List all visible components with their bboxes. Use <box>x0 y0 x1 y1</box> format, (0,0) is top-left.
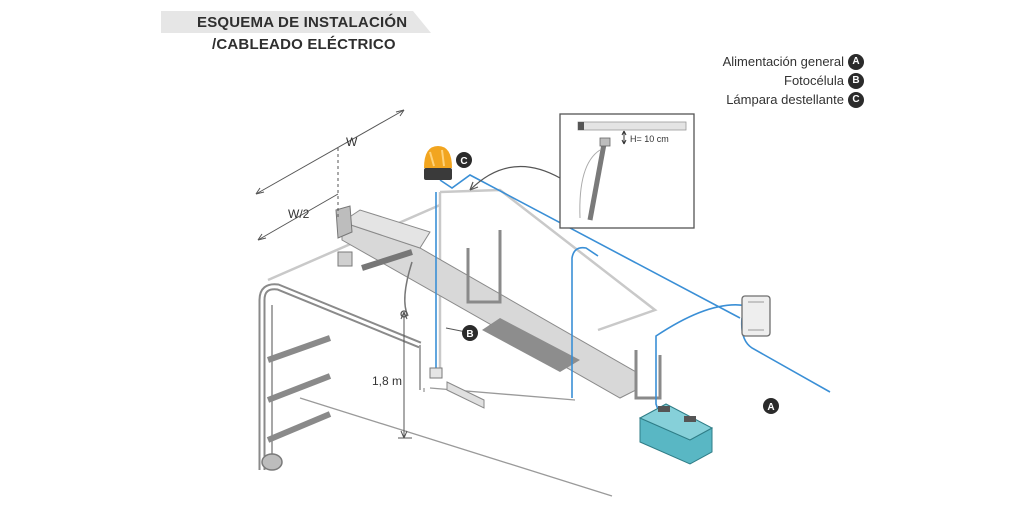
inset-pointer <box>469 165 561 191</box>
motor-battery <box>638 403 714 465</box>
lamp-cable <box>439 174 741 319</box>
legend-badge: C <box>848 91 864 108</box>
inset-height-label: H= 10 cm <box>630 134 669 144</box>
garage-door <box>258 283 422 470</box>
callout-c-letter: C <box>460 156 467 167</box>
photocell-cable-2 <box>571 246 599 398</box>
width-label: W <box>346 135 358 149</box>
title-banner: ESQUEMA DE INSTALACIÓN /CABLEADO ELÉCTRI… <box>161 11 431 61</box>
door-bracket <box>337 251 353 267</box>
callout-a-letter: A <box>767 402 774 413</box>
legend-item-supply: Alimentación general A <box>723 52 864 71</box>
control-box <box>741 295 771 337</box>
half-width-label: W/2 <box>288 207 310 221</box>
callout-b-letter: B <box>466 329 473 340</box>
title-banner-shape <box>161 11 431 33</box>
photocell-receiver <box>429 367 443 379</box>
page-title-line-1: ESQUEMA DE INSTALACIÓN <box>197 14 408 31</box>
height-label: 1,8 m <box>372 374 402 388</box>
dimension-lines <box>255 109 412 439</box>
inset-pointer-arrow <box>469 181 479 191</box>
floor-lines <box>299 387 613 497</box>
legend: Alimentación general A Fotocélula B Lámp… <box>723 52 864 109</box>
wall-point <box>400 310 408 318</box>
legend-label: Alimentación general <box>722 54 844 69</box>
legend-label: Fotocélula <box>784 73 844 88</box>
rail-hangers <box>466 230 662 400</box>
callout-a <box>763 398 779 414</box>
page-title-line-2: /CABLEADO ELÉCTRICO <box>212 36 396 53</box>
legend-item-lamp: Lámpara destellante C <box>723 90 864 109</box>
legend-label: Lámpara destellante <box>726 92 844 107</box>
photocell-base <box>446 381 485 409</box>
callout-b <box>462 325 478 341</box>
detail-inset: H= 10 cm <box>559 113 695 229</box>
roller-wheel <box>261 453 283 471</box>
legend-badge: B <box>848 72 864 89</box>
warning-lamp <box>424 146 452 180</box>
legend-badge: A <box>848 53 864 70</box>
legend-item-photocell: Fotocélula B <box>723 71 864 90</box>
callout-c <box>456 152 472 168</box>
